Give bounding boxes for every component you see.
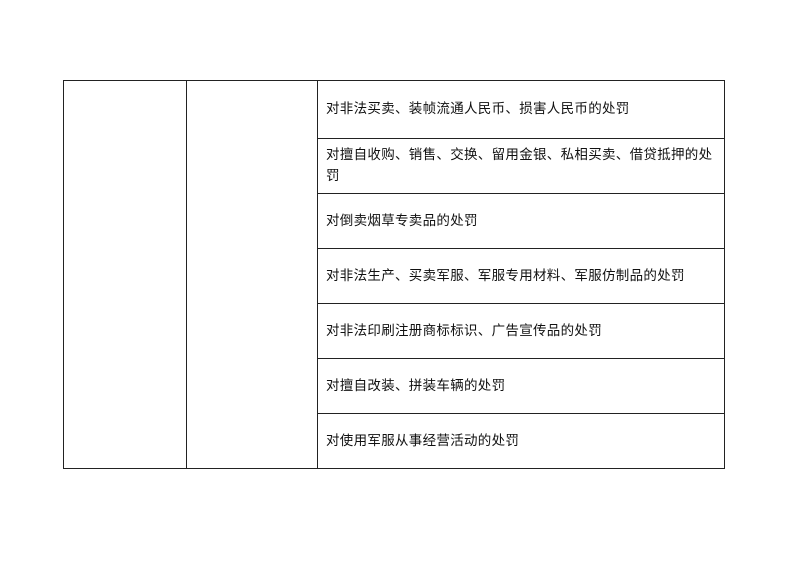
table-row: 对擅自改装、拼装车辆的处罚 (64, 358, 725, 414)
penalty-item-cell: 对非法印刷注册商标标识、广告宣传品的处罚 (317, 303, 725, 359)
penalty-item-cell: 对倒卖烟草专卖品的处罚 (317, 193, 725, 249)
penalty-item-text: 对倒卖烟草专卖品的处罚 (326, 212, 478, 229)
table-row: 对非法买卖、装帧流通人民币、损害人民币的处罚 (63, 80, 725, 469)
penalty-item-cell: 对擅自收购、销售、交换、留用金银、私相买卖、借贷抵押的处罚 (317, 138, 725, 194)
table-row: 对倒卖烟草专卖品的处罚 (64, 193, 725, 249)
penalty-item-text: 对非法印刷注册商标标识、广告宣传品的处罚 (326, 322, 602, 339)
table-row: 对非法生产、买卖军服、军服专用材料、军服仿制品的处罚 (64, 248, 725, 304)
merged-subcategory-cell (186, 80, 318, 469)
table-row: 对使用军服从事经营活动的处罚 (64, 413, 725, 469)
table-row: 对擅自收购、销售、交换、留用金银、私相买卖、借贷抵押的处罚 (64, 138, 725, 194)
table-row: 对非法印刷注册商标标识、广告宣传品的处罚 (64, 303, 725, 359)
penalty-item-text: 对使用军服从事经营活动的处罚 (326, 432, 520, 449)
penalty-item-text: 对擅自改装、拼装车辆的处罚 (326, 377, 506, 394)
penalty-item-text: 对非法生产、买卖军服、军服专用材料、军服仿制品的处罚 (326, 267, 685, 284)
penalty-item-text: 对非法买卖、装帧流通人民币、损害人民币的处罚 (326, 101, 630, 117)
penalty-item-cell: 对擅自改装、拼装车辆的处罚 (317, 358, 725, 414)
merged-category-cell (63, 80, 187, 469)
penalty-item-cell: 对使用军服从事经营活动的处罚 (317, 413, 725, 469)
penalty-items-table: 对非法买卖、装帧流通人民币、损害人民币的处罚 对擅自收购、销售、交换、留用金银、… (63, 80, 725, 469)
penalty-item-cell: 对非法买卖、装帧流通人民币、损害人民币的处罚 (317, 80, 725, 139)
penalty-item-cell: 对非法生产、买卖军服、军服专用材料、军服仿制品的处罚 (317, 248, 725, 304)
penalty-item-text: 对擅自收购、销售、交换、留用金银、私相买卖、借贷抵押的处罚 (326, 147, 713, 184)
